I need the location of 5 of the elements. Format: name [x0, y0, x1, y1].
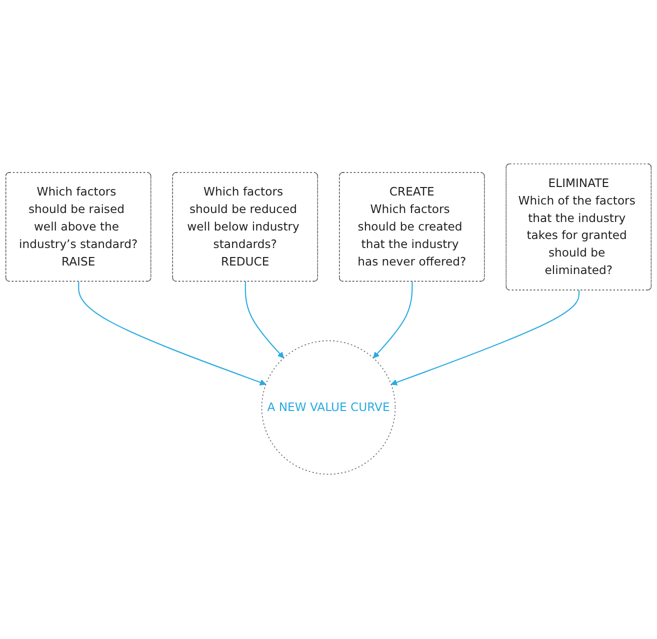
arrow	[78, 282, 266, 386]
arrow	[244, 282, 284, 359]
node-circle: A NEW VALUE CURVE	[261, 340, 396, 476]
arrow	[390, 290, 580, 386]
arrow	[373, 282, 413, 359]
